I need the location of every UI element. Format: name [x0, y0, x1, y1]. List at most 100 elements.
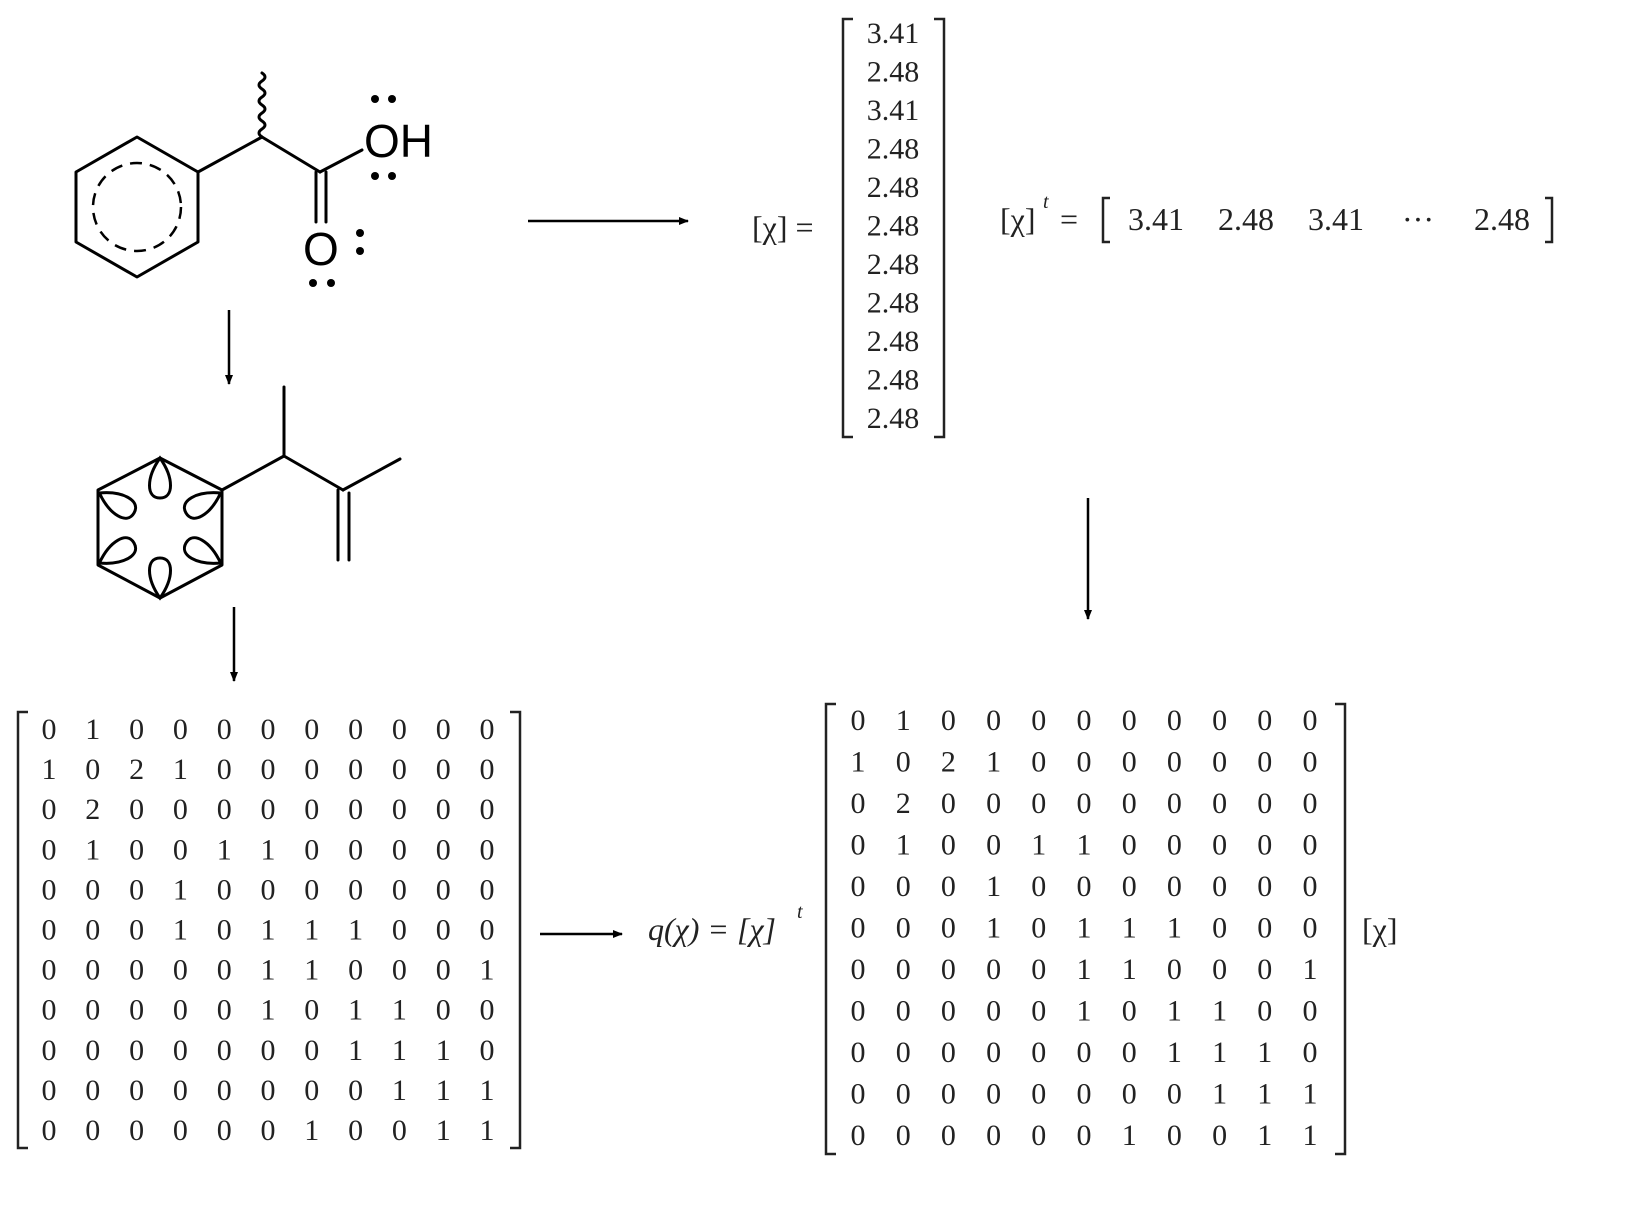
matrix-entry: 1 — [1122, 1119, 1137, 1152]
matrix-entry: 0 — [480, 833, 495, 866]
matrix-entry: 0 — [436, 994, 451, 1027]
matrix-entry: 1 — [85, 713, 100, 746]
matrix-entry: 1 — [348, 994, 363, 1027]
matrix-entry: 2 — [85, 793, 100, 826]
matrix-entry: 0 — [480, 994, 495, 1027]
skeleton-bond — [220, 454, 286, 492]
matrix-entry: 2 — [896, 787, 911, 820]
matrix-entry: 0 — [1077, 704, 1092, 737]
chi-vector-entry: 2.48 — [867, 364, 920, 397]
matrix-entry: 1 — [85, 833, 100, 866]
matrix-entry: 0 — [392, 833, 407, 866]
ring-to-alpha-carbon-bond — [196, 135, 264, 174]
matrix-entry: 0 — [1167, 1078, 1182, 1111]
matrix-entry: 1 — [304, 954, 319, 987]
matrix-entry: 1 — [1212, 1036, 1227, 1069]
matrix-entry: 0 — [261, 1034, 276, 1067]
chi-vector-left-bracket — [841, 17, 853, 439]
matrix-entry: 0 — [896, 1119, 911, 1152]
matrix-entry: 0 — [42, 833, 57, 866]
matrix-entry: 0 — [1077, 1119, 1092, 1152]
matrix-entry: 0 — [851, 953, 866, 986]
chi-transpose-label: [χ] — [1000, 201, 1036, 237]
chi-transpose-entry: 3.41 — [1308, 201, 1364, 237]
matrix-entry: 0 — [1122, 829, 1137, 862]
matrix-entry: 0 — [304, 753, 319, 786]
matrix-entry: 0 — [1167, 787, 1182, 820]
matrix-entry: 1 — [1167, 912, 1182, 945]
matrix-entry: 0 — [480, 753, 495, 786]
matrix-entry: 2 — [941, 746, 956, 779]
matrix-entry: 0 — [261, 1074, 276, 1107]
matrix-entry: 0 — [1257, 746, 1272, 779]
matrix-entry: 0 — [941, 787, 956, 820]
matrix-entry: 0 — [896, 870, 911, 903]
matrix-entry: 1 — [986, 746, 1001, 779]
matrix-entry: 0 — [1077, 787, 1092, 820]
matrix-entry: 0 — [129, 1034, 144, 1067]
matrix-entry: 0 — [1031, 870, 1046, 903]
matrix-entry: 0 — [851, 870, 866, 903]
matrix-entry: 0 — [480, 914, 495, 947]
matrix-entry: 0 — [85, 954, 100, 987]
matrix-entry: 0 — [85, 1074, 100, 1107]
matrix-entry: 0 — [129, 1114, 144, 1147]
matrix-entry: 0 — [851, 1119, 866, 1152]
matrix-entry: 1 — [480, 1074, 495, 1107]
matrix-entry: 0 — [217, 873, 232, 906]
matrix-entry: 0 — [851, 829, 866, 862]
matrix-entry: 0 — [1167, 746, 1182, 779]
matrix-entry: 0 — [1077, 1078, 1092, 1111]
chi-vector-entry: 2.48 — [867, 133, 920, 166]
matrix-entry: 0 — [85, 994, 100, 1027]
matrix-entry: 0 — [1031, 746, 1046, 779]
matrix-entry: 1 — [1077, 995, 1092, 1028]
matrix-entry: 0 — [348, 833, 363, 866]
matrix-entry: 0 — [1257, 912, 1272, 945]
matrix-entry: 0 — [392, 793, 407, 826]
matrix-entry: 0 — [348, 1074, 363, 1107]
carbonyl-oxygen-label: O — [303, 223, 339, 275]
matrix-entry: 1 — [896, 704, 911, 737]
arrows — [225, 217, 1092, 938]
matrix-entry: 0 — [436, 873, 451, 906]
matrix-entry: 0 — [217, 1034, 232, 1067]
quadratic-form-lhs: q(χ) = [χ] — [648, 911, 776, 947]
matrix-entry: 0 — [217, 1114, 232, 1147]
matrix-entry: 1 — [392, 994, 407, 1027]
matrix-entry: 0 — [1031, 704, 1046, 737]
matrix-entry: 1 — [392, 1074, 407, 1107]
matrix-entry: 0 — [851, 787, 866, 820]
matrix-entry: 0 — [851, 704, 866, 737]
matrix-entry: 0 — [1212, 1119, 1227, 1152]
matrix-entry: 0 — [348, 753, 363, 786]
matrix-entry: 2 — [129, 753, 144, 786]
matrix-entry: 0 — [851, 912, 866, 945]
matrix-entry: 0 — [941, 1078, 956, 1111]
matrix-entry: 0 — [173, 833, 188, 866]
matrix-entry: 0 — [217, 713, 232, 746]
matrix-entry: 1 — [1167, 995, 1182, 1028]
chi-vector-entry: 2.48 — [867, 171, 920, 204]
matrix-entry: 1 — [304, 1114, 319, 1147]
matrix-entry: 0 — [941, 829, 956, 862]
matrix-entry: 0 — [304, 873, 319, 906]
orbital-skeleton-structure — [96, 385, 402, 601]
matrix-entry: 0 — [1122, 746, 1137, 779]
matrix-entry: 0 — [1212, 870, 1227, 903]
matrix-entry: 0 — [217, 994, 232, 1027]
matrix-entry: 0 — [941, 870, 956, 903]
matrix-entry: 0 — [85, 873, 100, 906]
matrix-entry: 0 — [85, 914, 100, 947]
matrix-entry: 1 — [392, 1034, 407, 1067]
matrix-entry: 1 — [480, 954, 495, 987]
matrix-entry: 0 — [392, 954, 407, 987]
chi-vector-label: [χ] = — [752, 209, 814, 245]
matrix-entry: 0 — [480, 793, 495, 826]
matrix-entry: 0 — [85, 1114, 100, 1147]
carbon-hydroxyl-bond — [318, 148, 364, 174]
matrix-entry: 0 — [129, 793, 144, 826]
